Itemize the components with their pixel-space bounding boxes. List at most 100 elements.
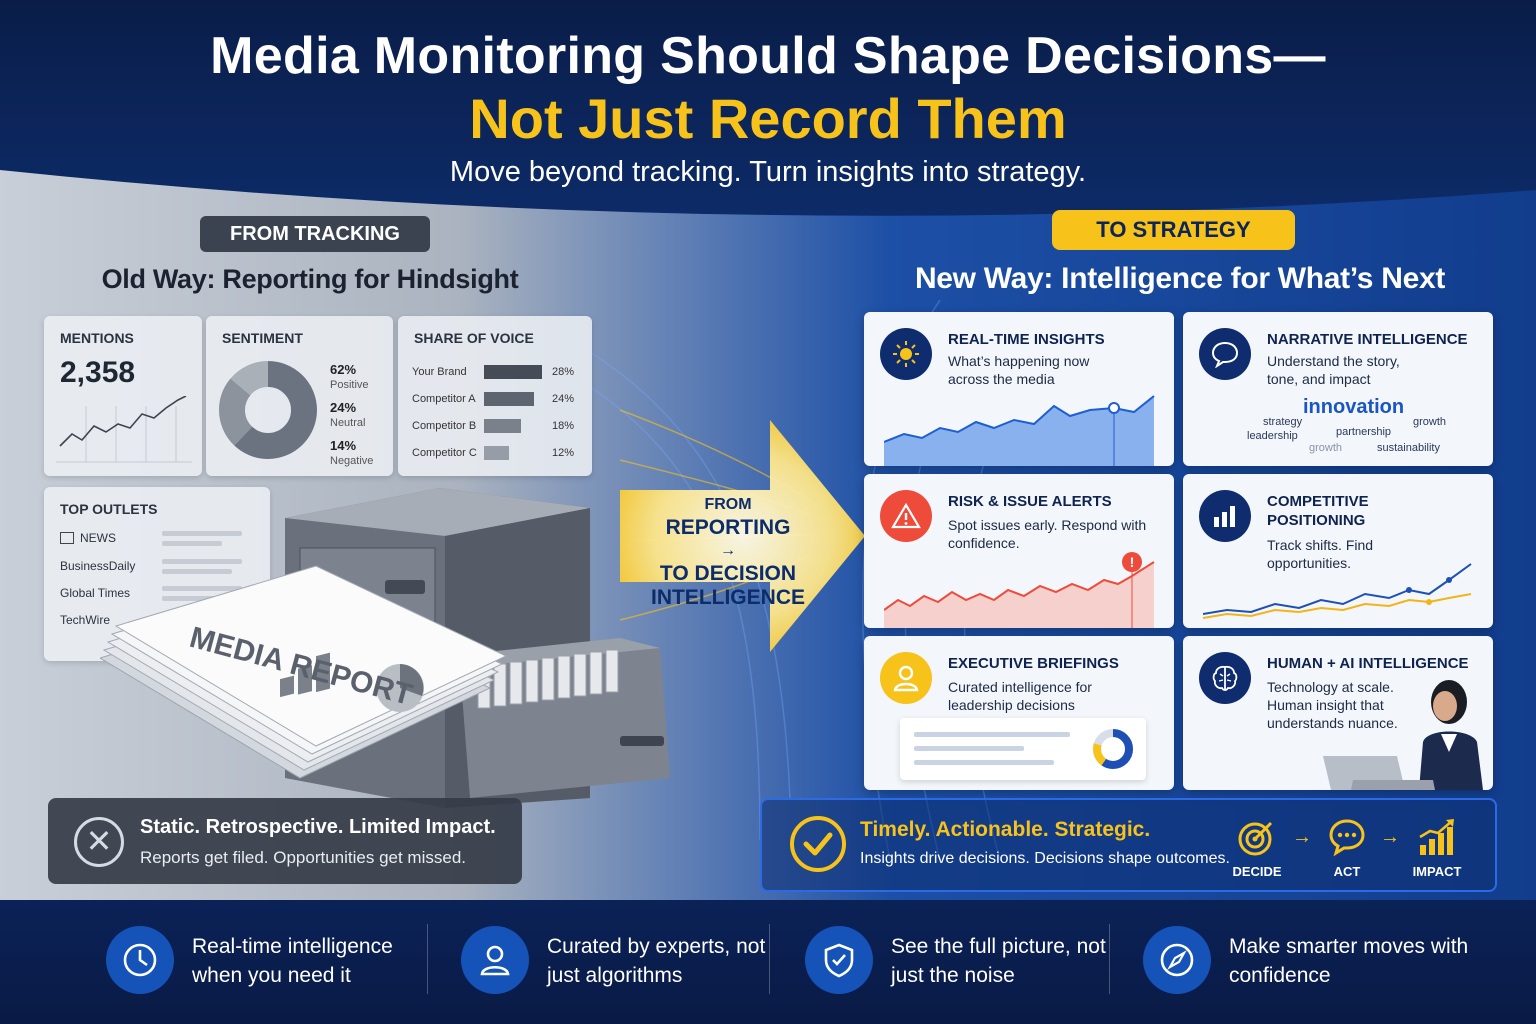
chat-bubble-icon xyxy=(1199,328,1251,380)
card-title: EXECUTIVE BRIEFINGS xyxy=(948,655,1119,672)
sentiment-row-neutral: 24% Neutral xyxy=(330,400,365,429)
outlet-item: BusinessDaily xyxy=(60,559,135,573)
share-of-voice-pct: 24% xyxy=(552,393,575,405)
svg-text:!: ! xyxy=(1130,554,1135,570)
feature-real-time: Real-time intelligence when you need it xyxy=(106,926,406,996)
header-background xyxy=(0,0,1536,230)
outlet-bar xyxy=(162,541,222,546)
outcome-desc: Insights drive decisions. Decisions shap… xyxy=(860,850,1230,867)
share-of-voice-name: Your Brand xyxy=(412,366,467,378)
sentiment-label: SENTIMENT xyxy=(222,330,303,346)
step-arrow-icon: → xyxy=(1380,826,1400,848)
mentions-card: MENTIONS 2,358 xyxy=(44,316,202,476)
card-desc: Technology at scale. Human insight that … xyxy=(1267,679,1398,731)
card-title: REAL-TIME INSIGHTS xyxy=(948,331,1105,348)
old-way-status-title: Static. Retrospective. Limited Impact. xyxy=(140,816,496,838)
share-of-voice-label: SHARE OF VOICE xyxy=(414,330,534,346)
word-cloud-word: leadership xyxy=(1247,430,1298,442)
transition-arrow xyxy=(620,420,865,652)
share-of-voice-card: SHARE OF VOICE Your Brand 28% Competitor A… xyxy=(398,316,592,476)
transition-label: FROM REPORTING → TO DECISION INTELLIGENC… xyxy=(640,496,816,610)
transition-reporting: REPORTING xyxy=(665,516,791,539)
sentiment-name: Negative xyxy=(330,455,374,467)
person-icon xyxy=(880,652,932,704)
growth-chart-icon xyxy=(1402,816,1472,858)
old-way-status-desc: Reports get filed. Opportunities get mis… xyxy=(140,848,466,867)
sentiment-pct: 62% xyxy=(330,362,357,377)
outlet-bar xyxy=(162,559,242,564)
step-label: ACT xyxy=(1333,864,1361,879)
share-of-voice-bar xyxy=(484,365,542,379)
bar-chart-icon xyxy=(1199,490,1251,542)
mentions-value: 2,358 xyxy=(60,356,136,389)
newspaper-icon xyxy=(60,532,74,544)
feature-full-picture: See the full picture, not just the noise xyxy=(805,926,1106,996)
outlet-bar xyxy=(162,586,242,591)
feature-divider xyxy=(1109,924,1110,994)
card-desc: Curated intelligence for leadership deci… xyxy=(948,679,1092,713)
outlet-name: BusinessDaily xyxy=(60,559,136,573)
share-of-voice-row: Your Brand 28% xyxy=(412,364,582,380)
feature-divider xyxy=(427,924,428,994)
new-way-heading: New Way: Intelligence for What’s Next xyxy=(914,262,1446,295)
card-title: NARRATIVE INTELLIGENCE xyxy=(1267,331,1468,348)
outlet-bar xyxy=(162,569,232,574)
old-way-heading: Old Way: Reporting for Hindsight xyxy=(101,264,519,294)
feature-smarter-moves: Make smarter moves with confidence xyxy=(1143,926,1468,996)
share-of-voice-bar xyxy=(484,392,534,406)
outlet-bar xyxy=(162,531,242,536)
brain-icon xyxy=(1199,652,1251,704)
sentiment-name: Neutral xyxy=(330,417,366,429)
share-of-voice-name: Competitor A xyxy=(412,393,476,405)
share-of-voice-bar xyxy=(484,446,509,460)
share-of-voice-pct: 12% xyxy=(552,447,575,459)
check-circle-icon xyxy=(790,816,846,872)
top-outlets-label: TOP OUTLETS xyxy=(60,501,158,517)
real-time-area-chart xyxy=(884,395,1155,466)
target-icon xyxy=(1222,816,1292,858)
compass-icon xyxy=(1143,926,1211,994)
step-act: ACT xyxy=(1312,816,1382,879)
sentiment-donut-chart xyxy=(219,361,317,459)
card-title: COMPETITIVE POSITIONING xyxy=(1267,493,1369,529)
page-title-highlight: Not Just Record Them xyxy=(469,87,1067,150)
footer-background xyxy=(0,900,1536,1024)
warning-icon xyxy=(880,490,932,542)
step-arrow-icon: → xyxy=(1292,826,1312,848)
word-cloud-word: growth xyxy=(1413,416,1447,428)
word-cloud-main: innovation xyxy=(1303,396,1405,418)
sentiment-row-positive: 62%Positive xyxy=(330,362,369,391)
share-of-voice-pct: 28% xyxy=(552,366,575,378)
transition-arrow-glyph: → xyxy=(720,542,736,559)
sun-icon xyxy=(880,328,932,380)
feature-curated: Curated by experts, not just algorithms xyxy=(461,926,765,996)
briefing-donut-icon xyxy=(1093,729,1133,769)
outlet-bar xyxy=(162,596,222,601)
card-desc: What’s happening now across the media xyxy=(948,353,1090,387)
x-circle-icon: ✕ xyxy=(74,817,124,867)
card-desc: Track shifts. Find opportunities. xyxy=(1267,537,1374,571)
word-cloud-word: strategy xyxy=(1263,416,1303,428)
competitive-line-chart xyxy=(1203,563,1472,619)
outlet-name: Global Times xyxy=(60,586,131,600)
step-label: IMPACT xyxy=(1412,864,1462,879)
filing-cabinet-illustration: MEDIA REPORT xyxy=(100,488,670,808)
to-strategy-pill: TO STRATEGY xyxy=(1052,210,1295,250)
card-desc: Understand the story, tone, and impact xyxy=(1267,353,1400,387)
outlet-name: NEWS xyxy=(80,531,116,545)
user-icon xyxy=(461,926,529,994)
feature-text: Make smarter moves with confidence xyxy=(1229,935,1469,987)
sentiment-pct: 24% xyxy=(330,400,357,415)
word-cloud-word: growth xyxy=(1309,442,1343,454)
outcome-title: Timely. Actionable. Strategic. xyxy=(860,818,1151,841)
old-way-status-box: ✕ Static. Retrospective. Limited Impact.… xyxy=(48,798,522,884)
step-decide: DECIDE xyxy=(1222,816,1292,879)
briefing-document xyxy=(900,718,1146,780)
word-cloud-word: partnership xyxy=(1336,426,1392,438)
feature-text: Curated by experts, not just algorithms xyxy=(547,935,766,987)
share-of-voice-name: Competitor B xyxy=(412,420,477,432)
shield-check-icon xyxy=(805,926,873,994)
page-title: Media Monitoring Should Shape Decisions— xyxy=(210,27,1326,85)
